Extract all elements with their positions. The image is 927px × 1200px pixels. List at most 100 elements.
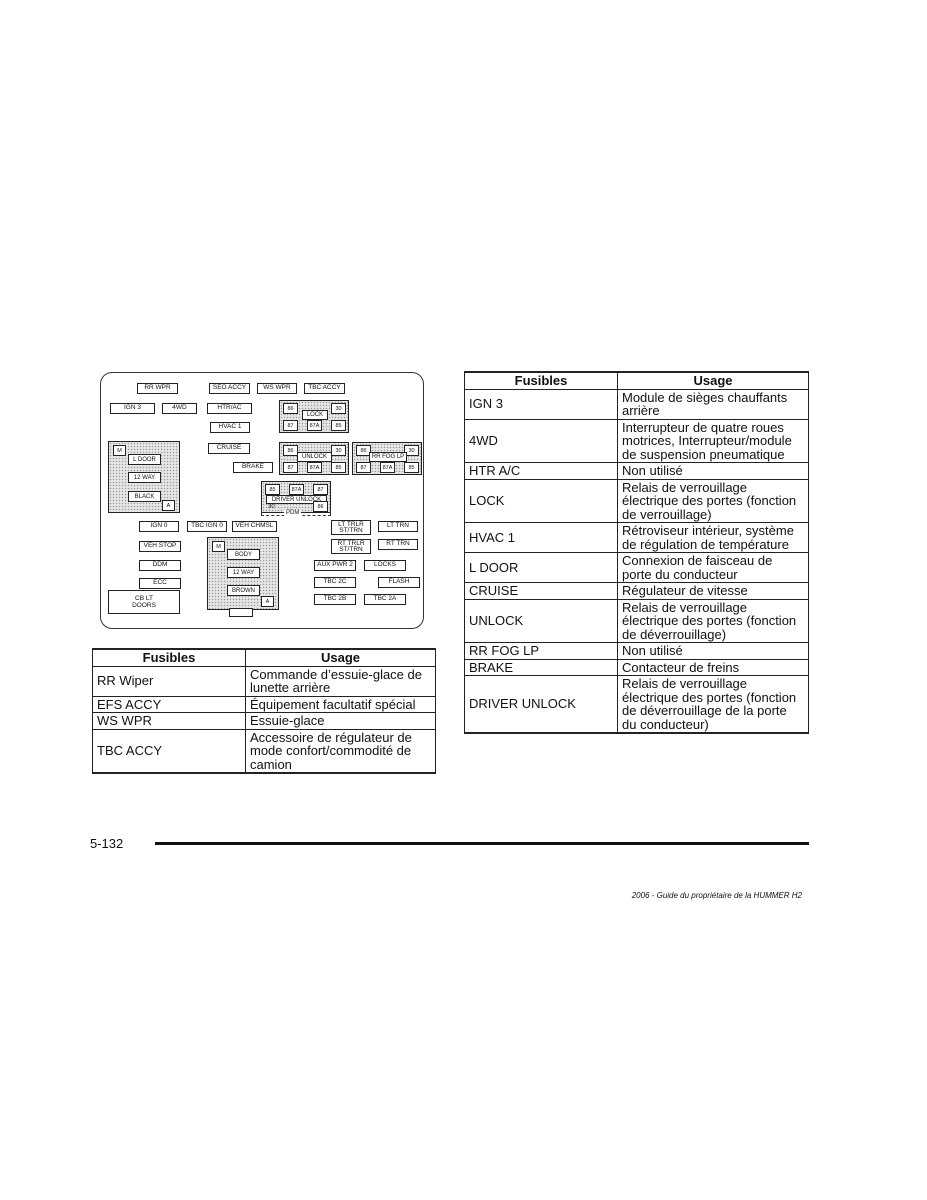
relay-lock: 86 30 LOCK 87 87A 85 <box>279 400 349 433</box>
fuse-name-cell: RR Wiper <box>92 665 246 697</box>
fuse-name-cell: IGN 3 <box>464 388 618 420</box>
table-row: TBC ACCY Accessoire de régulateur de mod… <box>92 728 436 774</box>
pdm-label: PDM <box>284 510 302 516</box>
fuse-rt-trn: RT TRN <box>378 539 418 550</box>
module-left: M L DOOR 12 WAY BLACK A <box>108 441 180 513</box>
col-header-fusibles: Fusibles <box>464 371 618 390</box>
fuse-tbc-ign0: TBC IGN 0 <box>187 521 227 532</box>
fuse-hvac1: HVAC 1 <box>210 422 250 433</box>
fuse-name-cell: UNLOCK <box>464 598 618 643</box>
footer-rule <box>155 842 809 845</box>
relay-driver-unlock: 85 87A 87 DRIVER UNLOCK 30 86 <box>261 481 331 513</box>
connector-tab <box>229 608 253 617</box>
fuse-veh-chmsl: VEH CHMSL <box>232 521 277 532</box>
table-row: WS WPR Essuie-glace <box>92 712 436 730</box>
module-body: M BODY 12 WAY BROWN A <box>207 537 279 610</box>
fuse-box-diagram: RR WPR SEO ACCY WS WPR TBC ACCY IGN 3 4W… <box>100 372 424 629</box>
pin-85: 85 <box>331 462 346 473</box>
fuse-usage-cell: Équipement facultatif spécial <box>245 695 436 713</box>
fuse-ws-wpr: WS WPR <box>257 383 297 394</box>
pin-30: 30 <box>331 445 346 456</box>
pin-87: 87 <box>283 420 298 431</box>
footer-caption: 2006 - Guide du propriétaire de la HUMME… <box>631 891 802 900</box>
pin-87: 87 <box>283 462 298 473</box>
fuse-tbc-2c: TBC 2C <box>314 577 356 588</box>
fuse-aux-pwr2: AUX PWR 2 <box>314 560 356 571</box>
fuse-usage-cell: Accessoire de régulateur de mode confort… <box>245 728 436 774</box>
pin-86: 86 <box>283 445 298 456</box>
table-header-row: Fusibles Usage <box>464 371 809 390</box>
fuse-tbc-2b: TBC 2B <box>314 594 356 605</box>
fuse-usage-table-left: Fusibles Usage RR Wiper Commande d’essui… <box>92 648 436 774</box>
fuse-name-cell: HTR A/C <box>464 462 618 480</box>
fuse-name-cell: TBC ACCY <box>92 728 246 774</box>
relay-driver-unlock-label: DRIVER UNLOCK <box>266 495 327 504</box>
module-12-way: 12 WAY <box>227 567 260 578</box>
fuse-ddm: DDM <box>139 560 181 571</box>
fuse-4wd: 4WD <box>162 403 197 414</box>
relay-lock-label: LOCK <box>302 410 328 420</box>
col-header-fusibles: Fusibles <box>92 648 246 667</box>
fuse-flash: FLASH <box>378 577 420 588</box>
pin-87a: 87A <box>307 420 322 431</box>
module-m-label: M <box>113 445 126 456</box>
fuse-usage-cell: Contacteur de freins <box>617 658 809 676</box>
col-header-usage: Usage <box>245 648 436 667</box>
fuse-usage-cell: Relais de verrouillage électrique des po… <box>617 675 809 734</box>
relay-unlock: 86 30 UNLOCK 87 87A 85 <box>279 442 349 475</box>
fuse-locks: LOCKS <box>364 560 406 571</box>
fuse-htr-ac: HTR/AC <box>207 403 252 414</box>
fuse-name-cell: EFS ACCY <box>92 695 246 713</box>
fuse-usage-cell: Module de sièges chauffants arrière <box>617 388 809 420</box>
pin-85: 85 <box>404 462 419 473</box>
fuse-usage-cell: Non utilisé <box>617 642 809 660</box>
circuit-breaker-lt-doors: CB LT DOORS <box>108 590 180 614</box>
pin-87a: 87A <box>307 462 322 473</box>
fuse-rt-trlr: RT TRLR ST/TRN <box>331 539 371 554</box>
pin-86: 86 <box>313 501 328 512</box>
relay-rr-fog-lp-label: RR FOG LP <box>369 452 407 462</box>
pin-30-label: 30 <box>268 504 275 510</box>
table-row: RR Wiper Commande d’essuie-glace de lune… <box>92 665 436 697</box>
module-black: BLACK <box>128 491 161 502</box>
module-body-label: BODY <box>227 549 260 560</box>
table-header-row: Fusibles Usage <box>92 648 436 667</box>
module-a-label: A <box>261 596 274 607</box>
pin-86: 86 <box>283 403 298 414</box>
module-brown: BROWN <box>227 585 260 596</box>
pin-87a: 87A <box>380 462 395 473</box>
fuse-usage-cell: Relais de verrouillage électrique des po… <box>617 478 809 523</box>
fuse-tbc-accy: TBC ACCY <box>304 383 345 394</box>
fuse-usage-cell: Connexion de faisceau de porte du conduc… <box>617 552 809 583</box>
fuse-seo-accy: SEO ACCY <box>209 383 250 394</box>
fuse-usage-cell: Rétroviseur intérieur, système de régula… <box>617 522 809 553</box>
pin-85: 85 <box>265 484 280 495</box>
fuse-name-cell: 4WD <box>464 418 618 463</box>
pin-87: 87 <box>356 462 371 473</box>
fuse-usage-cell: Commande d’essuie-glace de lunette arriè… <box>245 665 436 697</box>
fuse-name-cell: L DOOR <box>464 552 618 583</box>
col-header-usage: Usage <box>617 371 809 390</box>
module-l-door: L DOOR <box>128 454 161 465</box>
fuse-name-cell: RR FOG LP <box>464 642 618 660</box>
pin-87a: 87A <box>289 484 304 495</box>
fuse-name-cell: DRIVER UNLOCK <box>464 675 618 734</box>
fuse-tbc-2a: TBC 2A <box>364 594 406 605</box>
fuse-lt-trlr: LT TRLR ST/TRN <box>331 520 371 535</box>
fuse-rr-wpr: RR WPR <box>137 383 178 394</box>
pin-30: 30 <box>404 445 419 456</box>
fuse-lt-trn: LT TRN <box>378 521 418 532</box>
module-m-label: M <box>212 541 225 552</box>
pin-30: 30 <box>331 403 346 414</box>
pin-87: 87 <box>313 484 328 495</box>
